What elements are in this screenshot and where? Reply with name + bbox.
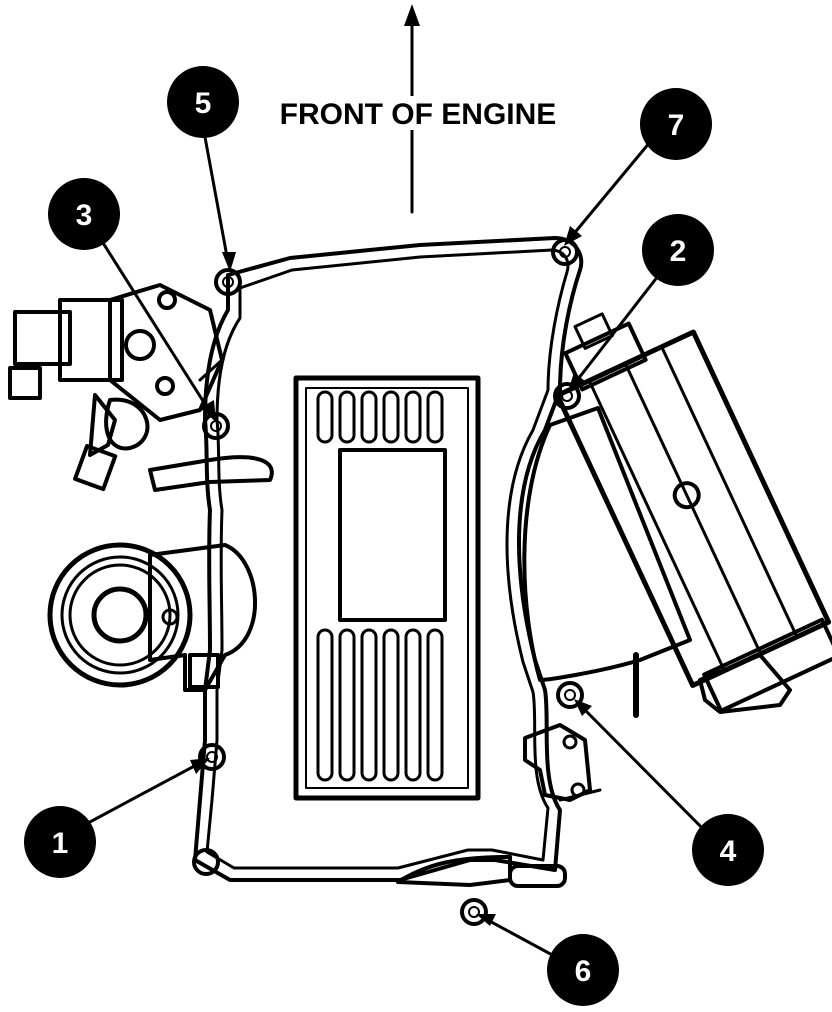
lower-right-bracket [523, 723, 602, 802]
bolt-hole-6 [460, 898, 488, 926]
bottom-hose [396, 855, 567, 888]
callout-3: 3 [48, 178, 120, 250]
throttle-body-assembly [522, 312, 832, 718]
callout-4: 4 [692, 814, 764, 886]
idler-pulley [47, 542, 257, 692]
callout-7: 7 [640, 88, 712, 160]
valve-cover-gasket [193, 236, 584, 882]
bolt-hole-4 [556, 681, 584, 709]
callout-6-label: 6 [575, 955, 592, 988]
bolt-hole-3 [202, 412, 230, 440]
bolt-hole-5 [214, 268, 242, 296]
callout-3-label: 3 [76, 199, 93, 232]
callout-5: 5 [167, 66, 239, 138]
callout-2-label: 2 [670, 235, 687, 268]
bolt-hole-2 [553, 382, 581, 410]
bolt-holes [198, 238, 584, 926]
callout-6: 6 [547, 934, 619, 1006]
gasket-lug [188, 653, 220, 689]
upper-ribs [316, 390, 444, 444]
callout-1: 1 [24, 806, 96, 878]
gasket-tab [192, 848, 220, 876]
center-cover-panel [293, 375, 481, 801]
callout-2: 2 [642, 214, 714, 286]
bolt-hole-7 [551, 238, 579, 266]
callout-1-label: 1 [52, 827, 69, 860]
bolt-hole-1 [198, 743, 226, 771]
callout-5-label: 5 [195, 87, 212, 120]
callout-4-label: 4 [720, 835, 737, 868]
callout-7-label: 7 [668, 109, 685, 142]
left-upper-component [8, 283, 274, 492]
front-of-engine-label: FRONT OF ENGINE [280, 98, 557, 131]
lower-ribs [316, 628, 444, 782]
